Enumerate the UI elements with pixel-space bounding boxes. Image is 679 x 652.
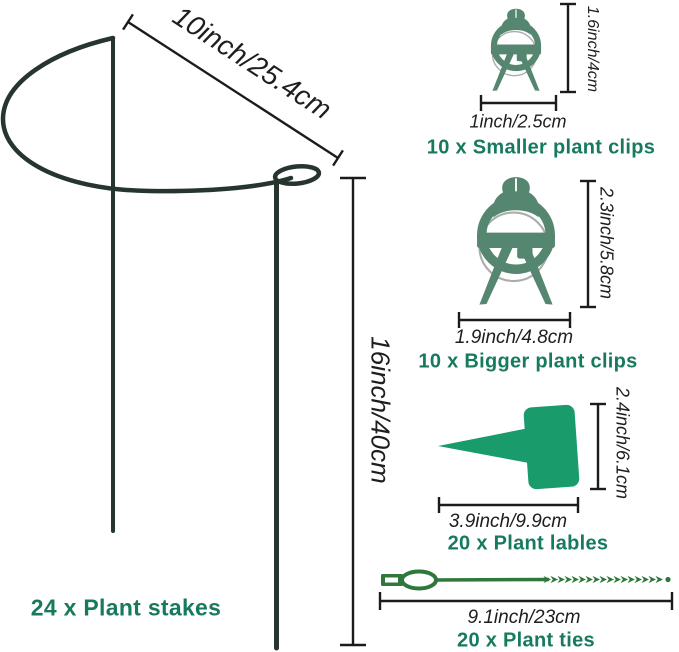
bigger-plant-clip-illustration: [477, 177, 555, 304]
bigger-clip-width-dimension-line: [457, 312, 572, 328]
plant-stake-illustration: [0, 35, 322, 651]
plant-labels-count-label: 20 x Plant lables: [447, 532, 609, 555]
plant-tie-beaded-tail: [543, 575, 671, 584]
plant-label-width-dimension-label: 3.9inch/9.9cm: [448, 511, 568, 532]
stake-height-dimension-line: [340, 176, 366, 647]
plant-tie-width-dimension-line: [378, 592, 674, 610]
smaller-clip-width-dimension-line: [479, 95, 558, 111]
plant-tie-illustration: [381, 569, 671, 591]
stake-width-dimension-line: [122, 13, 344, 167]
plant-tie-width-dimension-label: 9.1inch/23cm: [467, 607, 581, 628]
plant-stakes-count-label: 24 x Plant stakes: [30, 594, 222, 621]
smaller-plant-clip-illustration: [491, 9, 541, 91]
plant-label-height-dimension-label: 2.4inch/6.1cm: [612, 386, 633, 500]
dimension-lines: [122, 2, 674, 647]
smaller-clip-height-dimension-line: [560, 2, 576, 94]
plant-label-illustration: [438, 404, 580, 490]
smaller-clip-width-dimension-label: 1inch/2.5cm: [469, 111, 567, 132]
stake-height-dimension-label: 16inch/40cm: [365, 336, 396, 484]
plant-ties-count-label: 20 x Plant ties: [457, 629, 595, 652]
plant-label-width-dimension-line: [437, 497, 580, 513]
bigger-clip-height-dimension-label: 2.3inch/5.8cm: [596, 186, 617, 300]
smaller-clip-height-dimension-label: 1.6inch/4cm: [584, 5, 601, 93]
bigger-clip-height-dimension-line: [580, 179, 596, 309]
plant-label-height-dimension-line: [590, 402, 606, 491]
bigger-plant-clips-count-label: 10 x Bigger plant clips: [418, 350, 638, 373]
bigger-clip-width-dimension-label: 1.9inch/4.8cm: [454, 327, 574, 348]
smaller-plant-clips-count-label: 10 x Smaller plant clips: [426, 136, 656, 159]
